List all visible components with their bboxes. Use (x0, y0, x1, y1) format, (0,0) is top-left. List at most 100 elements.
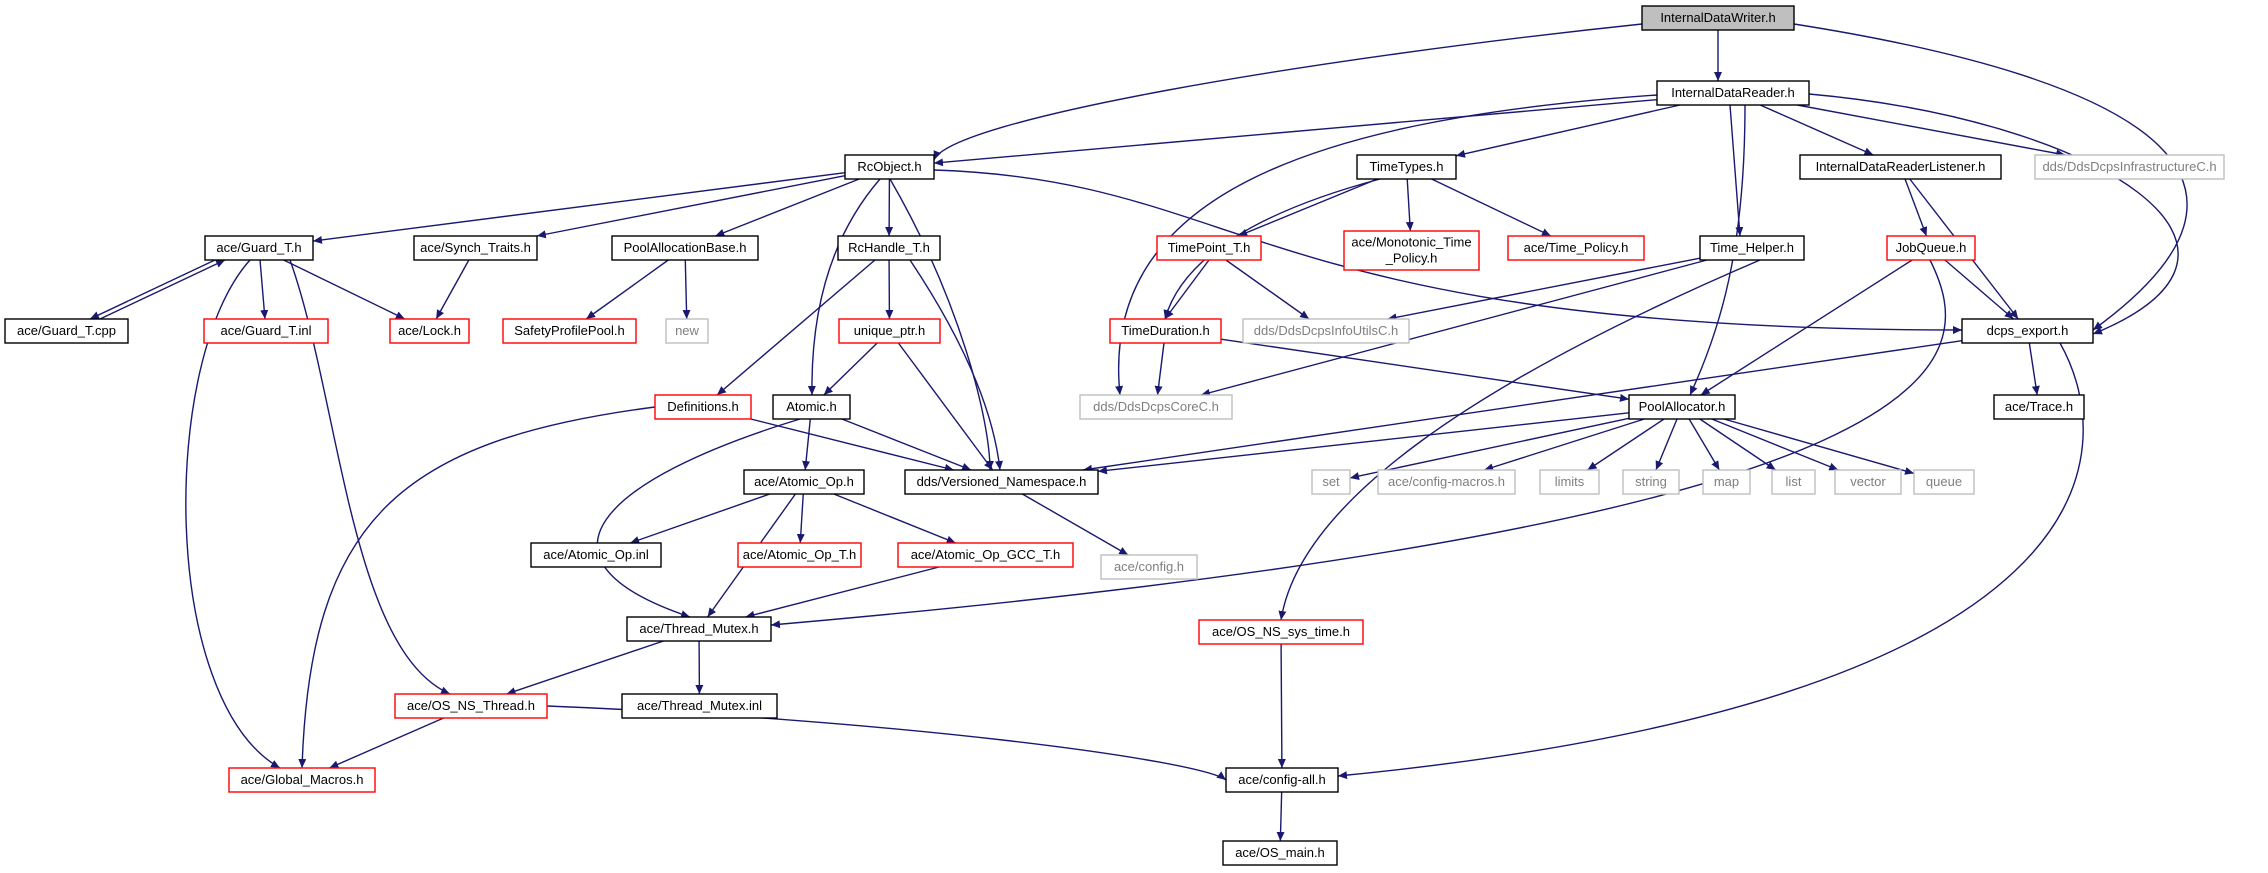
node-monotonic[interactable]: ace/Monotonic_Time_Policy.h (1343, 230, 1480, 271)
node-idrl[interactable]: InternalDataReaderListener.h (1799, 154, 2002, 180)
node-set[interactable]: set (1311, 469, 1351, 495)
edge-versioned-to-aceconfig (1021, 493, 1129, 556)
edge-idr-to-timetypes (1455, 104, 1681, 158)
node-lock[interactable]: ace/Lock.h (389, 318, 470, 344)
node-label: ace/Thread_Mutex.inl (637, 698, 762, 713)
node-box (502, 318, 637, 344)
node-limits[interactable]: limits (1539, 469, 1600, 495)
node-label: ace/Trace.h (2005, 399, 2073, 414)
edge-guardt-to-guardinl (259, 259, 269, 320)
node-osmain[interactable]: ace/OS_main.h (1222, 840, 1338, 866)
node-corec[interactable]: dds/DdsDcpsCoreC.h (1079, 394, 1233, 420)
node-box (204, 235, 314, 261)
node-box (1377, 469, 1516, 495)
node-label: ace/Atomic_Op_GCC_T.h (911, 547, 1061, 562)
node-string[interactable]: string (1622, 469, 1680, 495)
node-list[interactable]: list (1771, 469, 1816, 495)
edge-timetypes-to-timepoint (1237, 178, 1378, 237)
node-rcobj[interactable]: RcObject.h (844, 154, 935, 180)
node-label: ace/Thread_Mutex.h (639, 621, 758, 636)
node-infra[interactable]: dds/DdsDcpsInfrastructureC.h (2034, 154, 2225, 180)
node-label: ace/config-all.h (1238, 772, 1325, 787)
edge-timepoint-to-timeduration (1164, 259, 1210, 320)
node-label: ace/Atomic_Op.inl (543, 547, 649, 562)
node-atomic[interactable]: Atomic.h (772, 394, 851, 420)
edge-osnssystime-to-configall (1277, 643, 1286, 769)
node-dcpsexport[interactable]: dcps_export.h (1961, 318, 2094, 344)
node-label: ace/Global_Macros.h (241, 772, 364, 787)
node-jobqueue[interactable]: JobQueue.h (1886, 235, 1976, 261)
node-new[interactable]: new (665, 318, 709, 344)
node-atomicopt[interactable]: ace/Atomic_Op_T.h (737, 542, 862, 568)
node-poolalloc_base[interactable]: PoolAllocationBase.h (611, 235, 759, 261)
edge-rchandle-to-versioned (909, 259, 1003, 471)
node-map[interactable]: map (1702, 469, 1751, 495)
node-atomicopinl[interactable]: ace/Atomic_Op.inl (530, 542, 662, 568)
node-box (838, 318, 941, 344)
node-queue[interactable]: queue (1913, 469, 1975, 495)
node-box (1109, 318, 1222, 344)
edge-atomicop-to-atomicopinl (629, 493, 771, 544)
node-box (844, 154, 935, 180)
node-timeduration[interactable]: TimeDuration.h (1109, 318, 1222, 344)
node-box (389, 318, 470, 344)
edge-atomicop-to-atomicopgcc (833, 493, 956, 544)
node-timepolicy[interactable]: ace/Time_Policy.h (1507, 235, 1645, 261)
node-box (737, 542, 862, 568)
node-poolallocator[interactable]: PoolAllocator.h (1628, 394, 1736, 420)
node-box (897, 542, 1074, 568)
node-definitions[interactable]: Definitions.h (654, 394, 752, 420)
edge-poolalloc_base-to-new (682, 259, 691, 320)
node-safetypool[interactable]: SafetyProfilePool.h (502, 318, 637, 344)
edge-rcobj-to-versioned (889, 178, 994, 471)
node-vector[interactable]: vector (1834, 469, 1902, 495)
edge-timehelper-to-osnssystime (1278, 259, 1761, 621)
edge-poolallocator-to-configmacros (1483, 418, 1645, 472)
node-guardt[interactable]: ace/Guard_T.h (204, 235, 314, 261)
node-threadmutex[interactable]: ace/Thread_Mutex.h (626, 616, 772, 642)
node-configall[interactable]: ace/config-all.h (1225, 767, 1339, 793)
node-timehelper[interactable]: Time_Helper.h (1699, 235, 1805, 261)
node-acetrace[interactable]: ace/Trace.h (1993, 394, 2085, 420)
edge-idr-to-corec (1115, 94, 1658, 396)
node-label: unique_ptr.h (854, 323, 926, 338)
node-aceconfig[interactable]: ace/config.h (1100, 554, 1198, 580)
node-configmacros[interactable]: ace/config-macros.h (1377, 469, 1516, 495)
node-guardinl[interactable]: ace/Guard_T.inl (203, 318, 329, 344)
node-globalmacros[interactable]: ace/Global_Macros.h (228, 767, 376, 793)
edge-poolalloc_base-to-safetypool (585, 259, 669, 320)
edge-idr-to-dcpsexport (1808, 93, 2179, 335)
node-box (1834, 469, 1902, 495)
edge-timeduration-to-corec (1154, 342, 1165, 396)
node-osnssystime[interactable]: ace/OS_NS_sys_time.h (1198, 619, 1364, 645)
node-box (1886, 235, 1976, 261)
node-label: ace/Guard_T.h (216, 240, 301, 255)
node-guardcpp[interactable]: ace/Guard_T.cpp (4, 318, 129, 344)
node-uniqueptr[interactable]: unique_ptr.h (838, 318, 941, 344)
node-label: RcObject.h (857, 159, 921, 174)
node-synch[interactable]: ace/Synch_Traits.h (413, 235, 538, 261)
node-infoutils[interactable]: dds/DdsDcpsInfoUtilsC.h (1242, 318, 1410, 344)
edge-guardt-to-guardcpp (89, 259, 216, 320)
node-timetypes[interactable]: TimeTypes.h (1356, 154, 1457, 180)
node-label: TimePoint_T.h (1168, 240, 1251, 255)
node-label: ace/Time_Policy.h (1524, 240, 1629, 255)
node-timepoint[interactable]: TimePoint_T.h (1156, 235, 1262, 261)
edge-rcobj-to-dcpsexport (933, 169, 1963, 334)
node-label: dds/Versioned_Namespace.h (917, 474, 1087, 489)
node-box (394, 693, 548, 719)
node-idr[interactable]: InternalDataReader.h (1656, 80, 1810, 106)
node-rchandle[interactable]: RcHandle_T.h (837, 235, 941, 261)
node-box (1993, 394, 2085, 420)
node-threadmutexinl[interactable]: ace/Thread_Mutex.inl (621, 693, 778, 719)
node-atomicop[interactable]: ace/Atomic_Op.h (743, 469, 865, 495)
edge-atomic-to-atomicop (802, 418, 811, 471)
node-box (1628, 394, 1736, 420)
node-box (837, 235, 941, 261)
node-versioned[interactable]: dds/Versioned_Namespace.h (904, 469, 1099, 495)
node-osnsthread[interactable]: ace/OS_NS_Thread.h (394, 693, 548, 719)
node-idw[interactable]: InternalDataWriter.h (1641, 5, 1795, 31)
node-atomicopgcc[interactable]: ace/Atomic_Op_GCC_T.h (897, 542, 1074, 568)
node-box (1656, 80, 1810, 106)
